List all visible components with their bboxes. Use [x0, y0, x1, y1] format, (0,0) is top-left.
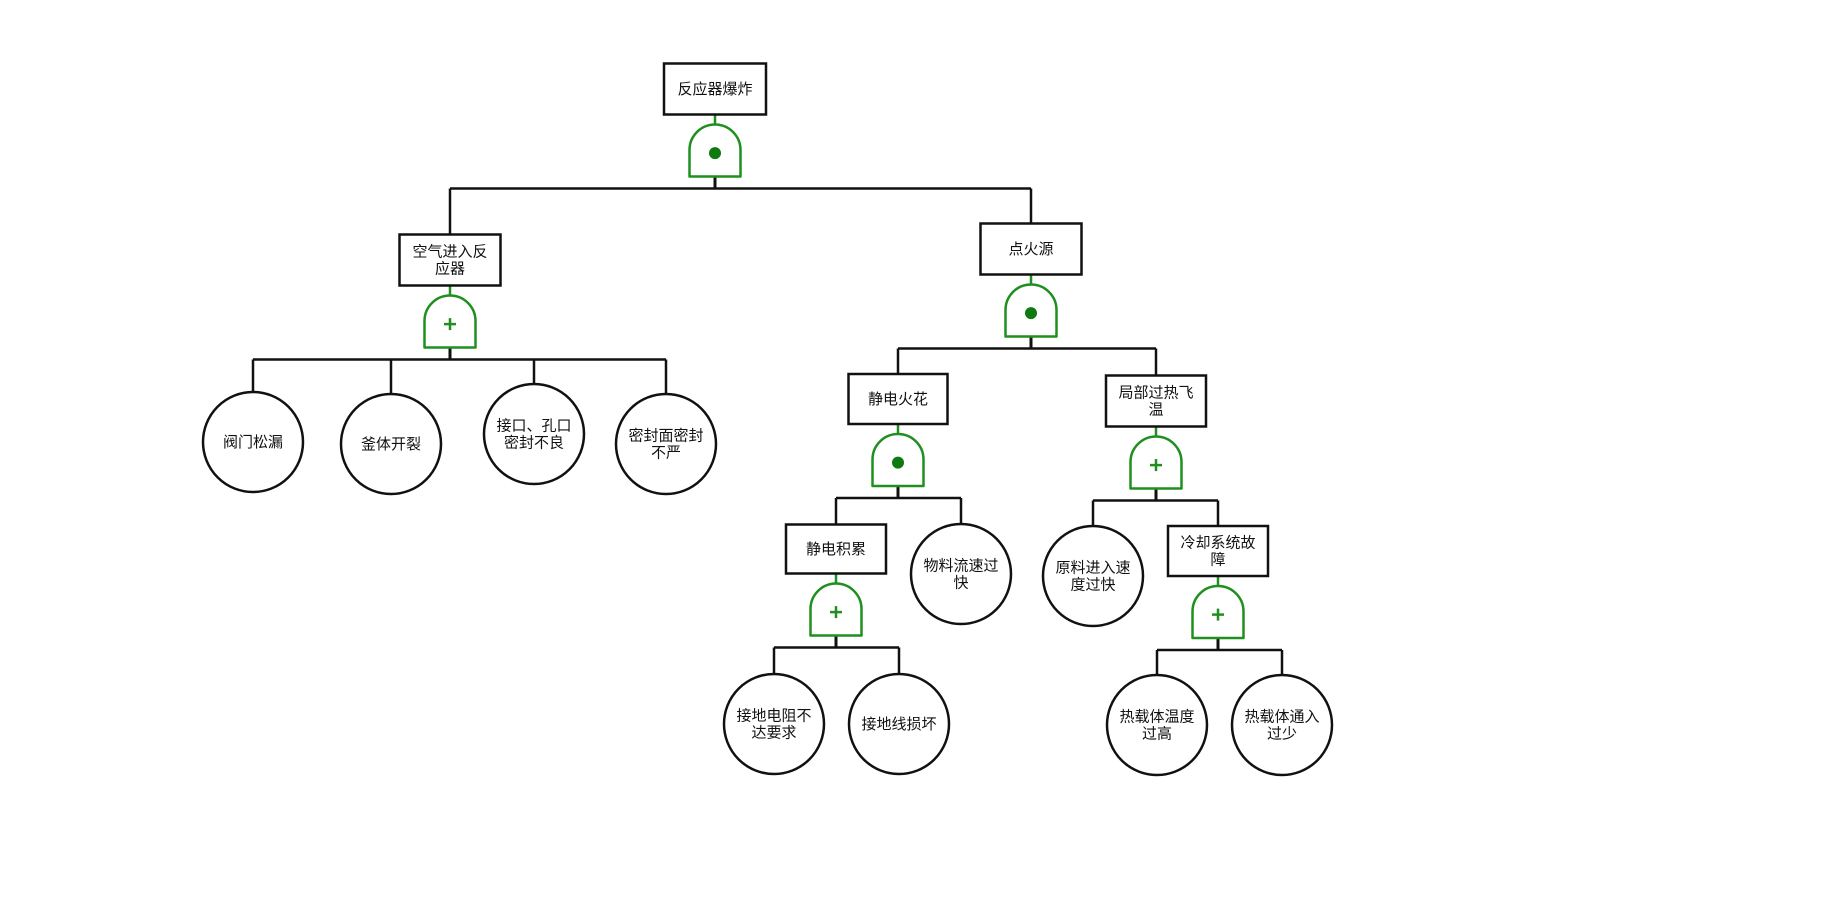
event-label: 局部过热飞 — [1118, 384, 1193, 402]
basic-event-circle — [722, 672, 826, 776]
or-gate-accum — [809, 573, 863, 637]
event-box — [979, 222, 1083, 276]
event-label: 静电积累 — [806, 540, 866, 558]
basic-event-circle — [482, 382, 586, 486]
event-box — [847, 372, 949, 426]
event-label: 原料进入速 — [1055, 559, 1130, 577]
event-label: 密封面密封 — [628, 427, 703, 445]
event-label: 度过快 — [1070, 576, 1115, 594]
event-box — [662, 62, 768, 116]
event-box — [1104, 374, 1208, 428]
event-spark: 静电火花 — [847, 372, 949, 426]
basic-event-ground-wire: 接地线损坏 — [847, 672, 951, 776]
or-gate-cooling — [1191, 576, 1245, 640]
event-label: 接地电阻不 — [736, 707, 811, 725]
basic-event-circle — [847, 672, 951, 776]
event-label: 过高 — [1142, 725, 1172, 743]
basic-event-circle — [1105, 673, 1209, 777]
event-label: 达要求 — [751, 724, 796, 742]
event-label: 障 — [1210, 551, 1225, 569]
event-label: 静电火花 — [868, 390, 928, 408]
event-label: 温 — [1148, 401, 1163, 419]
basic-event-kettle: 釜体开裂 — [339, 392, 443, 496]
basic-event-circle — [1230, 673, 1334, 777]
event-label: 空气进入反 — [412, 243, 487, 261]
event-accum: 静电积累 — [784, 523, 888, 575]
event-box — [398, 233, 502, 287]
basic-event-circle — [339, 392, 443, 496]
event-label: 热载体温度 — [1119, 708, 1194, 726]
event-box — [784, 523, 888, 575]
basic-event-valve: 阀门松漏 — [201, 390, 305, 494]
event-box — [1166, 524, 1270, 578]
event-label: 过少 — [1267, 725, 1297, 743]
event-label: 釜体开裂 — [361, 435, 421, 453]
event-label: 快 — [953, 574, 968, 592]
connector-lines — [251, 176, 1284, 675]
event-label: 物料流速过 — [923, 557, 998, 575]
event-label: 不严 — [651, 444, 681, 462]
basic-event-circle — [909, 522, 1013, 626]
and-gate-spark — [871, 424, 925, 488]
and-symbol-dot-icon — [1025, 307, 1037, 320]
event-label: 应器 — [435, 260, 465, 278]
basic-event-circle — [1041, 524, 1145, 628]
or-gate-air — [423, 285, 477, 349]
event-label: 热载体通入 — [1244, 708, 1319, 726]
and-symbol-dot-icon — [709, 147, 721, 160]
event-label: 反应器爆炸 — [677, 80, 752, 98]
event-ignition: 点火源 — [979, 222, 1083, 276]
event-label: 接地线损坏 — [861, 715, 936, 733]
and-symbol-dot-icon — [892, 456, 904, 469]
event-label: 点火源 — [1008, 240, 1053, 258]
basic-event-circle — [614, 392, 718, 496]
event-label: 冷却系统故 — [1180, 534, 1255, 552]
event-label: 阀门松漏 — [223, 433, 283, 451]
and-gate-top — [688, 114, 742, 178]
or-gate-overheat — [1129, 426, 1183, 490]
and-gate-ignition — [1004, 274, 1058, 338]
basic-event-circle — [201, 390, 305, 494]
event-top: 反应器爆炸 — [662, 62, 768, 116]
event-label: 接口、孔口 — [496, 417, 571, 435]
event-label: 密封不良 — [504, 434, 564, 452]
